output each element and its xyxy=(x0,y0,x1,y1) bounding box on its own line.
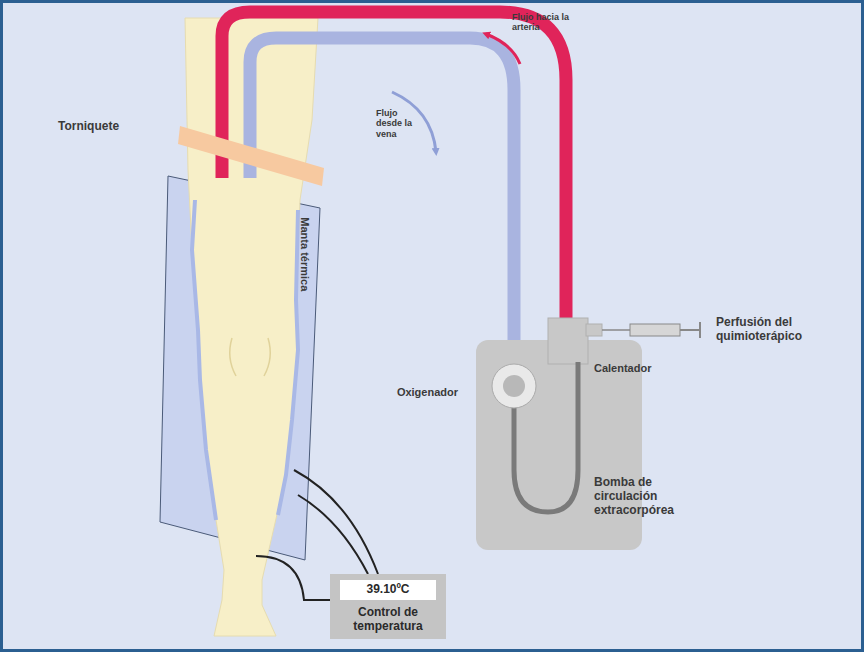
tourniquet xyxy=(178,126,324,186)
part-label: Perfusión del quimioterápico xyxy=(716,316,846,344)
venous-tube xyxy=(250,38,514,372)
sensor-wire xyxy=(256,556,330,600)
blanket-wrap xyxy=(278,210,298,515)
knee-line xyxy=(264,338,270,376)
syringe-needle xyxy=(602,329,630,331)
heater-port xyxy=(586,324,602,336)
sensor-wire xyxy=(298,495,368,574)
heater xyxy=(548,318,588,364)
control-box: Control de temperatura 39.10ºC xyxy=(330,574,446,639)
part-label: Torniquete xyxy=(58,120,148,134)
part-label: Manta térmica xyxy=(299,208,312,300)
knee-line xyxy=(230,338,236,376)
oxygenator-core xyxy=(503,375,525,397)
sensor-wire xyxy=(294,470,378,574)
flow-label: Flujo desde la vena xyxy=(376,108,420,139)
syringe-barrel xyxy=(630,324,680,336)
oxygenator xyxy=(492,364,536,408)
part-label: Calentador xyxy=(594,362,674,375)
box-text: 39.10ºC xyxy=(344,583,432,597)
temperature-display: 39.10ºC xyxy=(340,580,436,600)
syringe-plunger xyxy=(680,329,700,331)
box-text: Control de temperatura xyxy=(336,606,440,634)
syringe-plunger xyxy=(699,322,701,338)
part-label: Bomba de circulación extracorpórea xyxy=(594,476,704,517)
flow-label: Flujo hacia la arteria xyxy=(512,12,576,33)
flow-arrow xyxy=(486,34,520,64)
blanket-wrap xyxy=(192,200,216,520)
part-label: Oxigenador xyxy=(372,386,458,399)
